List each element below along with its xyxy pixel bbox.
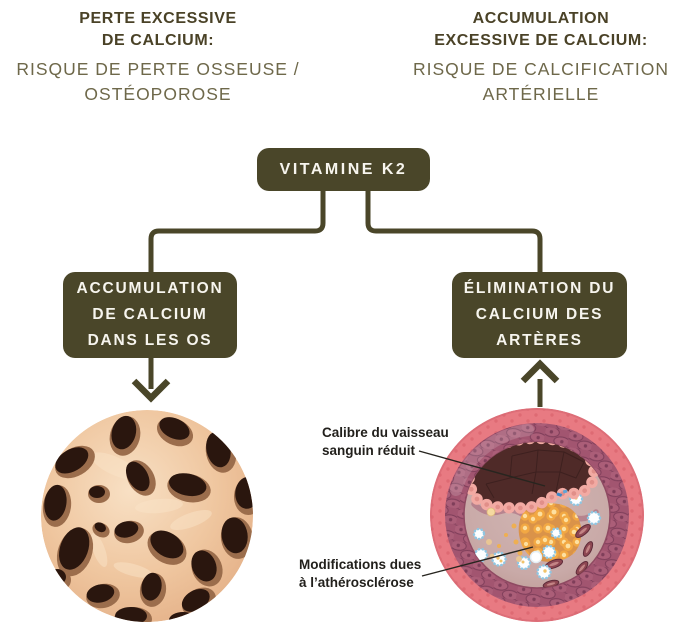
pointer-line-athero <box>421 546 534 577</box>
blue-particles <box>556 489 568 497</box>
muscle-cells <box>542 524 594 588</box>
vitamine-k2-label: VITAMINE K2 <box>279 160 408 178</box>
header-artery-risk-subtitle-line1: RISQUE DE CALCIFICATION <box>412 59 670 79</box>
bone-osteoporosis-illustration <box>41 410 253 622</box>
calcium-arteries-box: ÉLIMINATION DU CALCIUM DES ARTÈRES <box>452 272 627 358</box>
header-artery-risk-title-line1: ACCUMULATION <box>472 10 610 27</box>
calcium-bones-line3: DANS LES OS <box>87 332 213 349</box>
annotation-vessel-caliber: Calibre du vaisseau sanguin réduit <box>322 425 449 458</box>
calcium-bones-line1: ACCUMULATION <box>76 280 224 297</box>
header-artery-risk: ACCUMULATION EXCESSIVE DE CALCIUM: RISQU… <box>376 8 674 107</box>
calcium-arteries-line3: ARTÈRES <box>496 332 583 349</box>
annotation-atherosclerosis: Modifications dues à l’athérosclérose <box>299 557 422 590</box>
calcium-bones-box: ACCUMULATION DE CALCIUM DANS LES OS <box>63 272 237 358</box>
header-artery-risk-title-line2: EXCESSIVE DE CALCIUM: <box>434 32 648 49</box>
calcium-bones-line2: DE CALCIUM <box>92 306 208 323</box>
header-bone-risk: PERTE EXCESSIVE DE CALCIUM: RISQUE DE PE… <box>2 8 314 107</box>
header-bone-risk-subtitle-line2: OSTÉOPOROSE <box>84 84 232 104</box>
header-artery-risk-subtitle-line2: ARTÉRIELLE <box>482 84 600 104</box>
artery-atherosclerosis-illustration <box>430 408 644 622</box>
header-bone-risk-subtitle: RISQUE DE PERTE OSSEUSE / OSTÉOPOROSE <box>2 57 314 107</box>
pointer-line-vessel <box>418 450 546 487</box>
header-bone-risk-subtitle-line1: RISQUE DE PERTE OSSEUSE / <box>16 59 300 79</box>
arrow-up-icon <box>520 359 560 384</box>
lipid-plaque <box>497 503 582 562</box>
header-bone-risk-title-line2: DE CALCIUM: <box>101 32 215 49</box>
white-cell <box>529 550 543 564</box>
header-artery-risk-subtitle: RISQUE DE CALCIFICATION ARTÉRIELLE <box>376 57 674 107</box>
header-bone-risk-title-line1: PERTE EXCESSIVE <box>79 10 237 27</box>
cream-particle <box>486 507 496 517</box>
bone-cavities <box>42 415 253 622</box>
vitamine-k2-box: VITAMINE K2 <box>257 148 430 191</box>
header-artery-risk-title: ACCUMULATION EXCESSIVE DE CALCIUM: <box>376 8 674 52</box>
calcium-arteries-line2: CALCIUM DES <box>475 306 604 323</box>
arrow-down-icon <box>131 378 171 403</box>
calcium-arteries-line1: ÉLIMINATION DU <box>463 280 616 297</box>
connector-lines <box>148 188 543 407</box>
header-bone-risk-title: PERTE EXCESSIVE DE CALCIUM: <box>2 8 314 52</box>
